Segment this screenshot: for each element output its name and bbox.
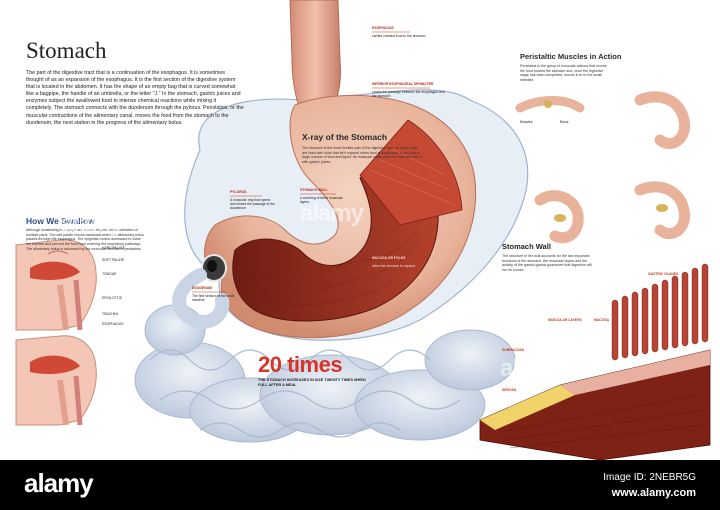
- page-title: Stomach: [26, 38, 107, 63]
- label-pylorus: PYLORUS: [230, 190, 247, 194]
- swallow-diagram-bottom: [15, 335, 97, 426]
- swallow-text: Although swallowing is a simple act, it …: [26, 228, 144, 251]
- label-stomach-wall: STOMACH WALL: [300, 188, 328, 192]
- xray-text: The stomach is the most flexible part of…: [302, 146, 422, 165]
- intro-paragraph: The part of the digestive tract that is …: [26, 70, 244, 126]
- label-hard-palate: HARD PALATE: [102, 246, 126, 250]
- label-esophagus-small: ESOPHAGUS: [102, 322, 124, 326]
- brand-logo: alamy: [24, 468, 94, 498]
- label-epiglottis: EPIGLOTTIS: [102, 296, 122, 300]
- esophagus-illustration: [289, 0, 341, 111]
- stat-description: THE STOMACH INCREASES IN SIZE TWENTY TIM…: [258, 378, 366, 387]
- peristaltic-diagram-4: [634, 181, 691, 240]
- label-trachea: TRACHEA: [102, 312, 119, 316]
- label-gastric-glands: GASTRIC GLANDS: [648, 272, 679, 276]
- label-serosa: SEROSA: [502, 388, 517, 392]
- image-id: Image ID: 2NEBR5G: [603, 472, 696, 483]
- peristaltic-diagram-2: [634, 91, 691, 150]
- label-duodenum: DUODENUM: [192, 286, 212, 290]
- label-sphincter: INFERIOR ESOPHAGEAL SPHINCTER: [372, 82, 434, 86]
- peristaltic-heading: Peristaltic Muscles in Action: [520, 52, 622, 61]
- stomach-wall-heading: Stomach Wall: [502, 242, 551, 251]
- watermark: alamy: [60, 210, 124, 237]
- xray-heading: X-ray of the Stomach: [302, 132, 388, 142]
- stat-big-number: 20 times: [258, 352, 343, 377]
- label-esophagus-desc: carries chewed food to the stomach: [372, 34, 426, 38]
- infographic-canvas: Stomach The part of the digestive tract …: [15, 0, 711, 460]
- label-submucosa: SUBMUCOSA: [502, 348, 525, 352]
- muscle-wedge: [359, 119, 463, 226]
- label-duodenum-desc: The first section of the small intestine: [192, 294, 235, 303]
- stomach-wall-cross-section: [479, 263, 711, 460]
- swallow-diagram-top: [15, 239, 97, 331]
- peristaltic-diagram-1: [515, 96, 585, 113]
- watermark: alamy: [300, 200, 364, 227]
- label-pylorus-desc: A muscular ring that opens and closes th…: [230, 198, 276, 211]
- label-esophagus: ESOPHAGUS: [372, 26, 394, 30]
- peristaltic-text: Peristalsis is the group of muscular act…: [520, 64, 607, 83]
- peristaltic-diagram-3: [534, 190, 584, 244]
- label-tongue: TONGUE: [102, 272, 117, 276]
- label-bolus: Bolus: [560, 120, 569, 124]
- swallow-heading: How We Swallow: [26, 216, 95, 226]
- label-mucosa-folds: MUCOSA OR FOLDS: [372, 256, 406, 260]
- stomach-wall-text: The structure of the wall accounts for t…: [502, 254, 592, 273]
- label-muscles: Muscles: [520, 120, 533, 124]
- label-muscle-layers: MUSCULAR LAYERS: [548, 318, 582, 322]
- label-stomach-wall-desc: a covering of three muscular layers: [300, 196, 343, 205]
- label-mucosa-desc: allow the stomach to expand: [372, 264, 415, 268]
- label-sphincter-desc: closes the passage between the esophagus…: [372, 90, 445, 99]
- label-soft-palate: SOFT PALATE: [102, 258, 125, 262]
- footer-bar: alamy Image ID: 2NEBR5G www.alamy.com: [0, 460, 720, 510]
- label-mucosa: MUCOSA: [594, 318, 610, 322]
- small-intestine-illustration: [134, 304, 516, 443]
- watermark: alamy: [500, 355, 564, 382]
- duodenum-illustration: [172, 268, 230, 329]
- site-url: www.alamy.com: [611, 487, 696, 499]
- anatomy-illustration: [15, 0, 711, 460]
